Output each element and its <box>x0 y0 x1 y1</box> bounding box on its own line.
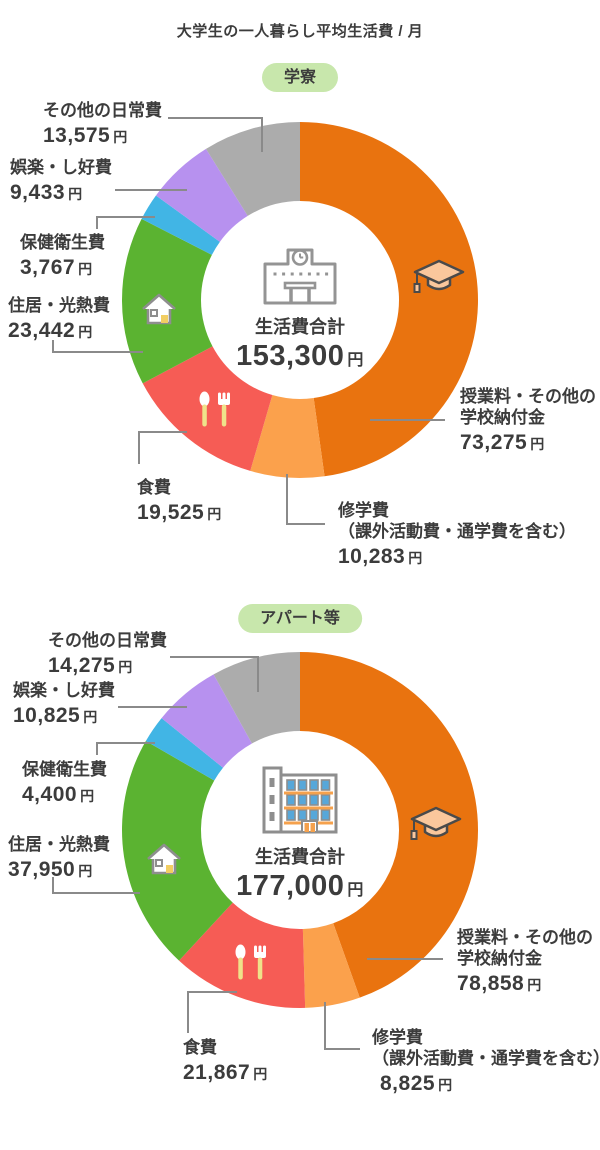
leader-line-health <box>96 216 155 229</box>
donut-segment-4 <box>141 195 220 255</box>
donut-chart-dormitory <box>122 122 478 478</box>
center-caption: 生活費合計 <box>255 317 345 337</box>
leader-line-housing <box>52 340 143 353</box>
donut-segment-5 <box>155 148 248 242</box>
leader-lines-dormitory <box>52 117 445 525</box>
leader-line-school-expenses <box>286 474 325 525</box>
apartment-building-icon <box>262 766 338 834</box>
center-caption: 生活費合計 <box>255 847 345 867</box>
donut-segment-6 <box>213 652 300 744</box>
page-title: 大学生の一人暮らし平均生活費 / 月 <box>176 23 424 40</box>
badge-apartment: アパート等 <box>238 604 362 633</box>
school-building-icon <box>263 248 337 305</box>
donut-chart-apartment <box>121 652 478 1009</box>
donut-segment-1 <box>302 923 360 1008</box>
leader-line-school-expenses <box>324 1002 360 1050</box>
leader-line-misc <box>168 117 263 152</box>
donut-segment-0 <box>300 122 478 477</box>
donut-segment-1 <box>250 395 325 478</box>
leader-lines-apartment <box>52 656 443 1050</box>
donut-segment-2 <box>142 346 273 471</box>
leader-line-housing <box>52 877 140 894</box>
donut-segment-6 <box>205 122 300 216</box>
leader-line-misc <box>170 656 259 692</box>
donut-segment-3 <box>121 741 233 961</box>
leader-line-food <box>138 431 187 464</box>
yen-unit: 円 <box>347 882 364 899</box>
donut-segment-4 <box>145 718 224 781</box>
leader-line-health <box>96 742 155 755</box>
badge-dormitory: 学寮 <box>261 63 339 92</box>
donut-segment-0 <box>300 652 478 998</box>
leader-line-food <box>187 991 237 1033</box>
yen-unit: 円 <box>347 352 364 369</box>
donut-segment-5 <box>161 674 252 768</box>
